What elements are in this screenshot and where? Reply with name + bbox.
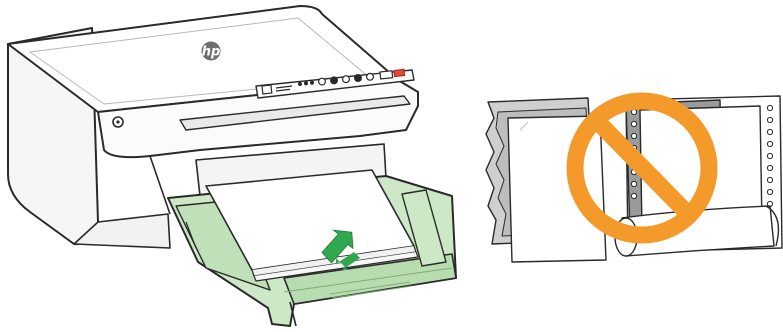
hp-logo: hp xyxy=(202,42,221,61)
hp-logo-text: hp xyxy=(202,45,221,60)
input-tray-icon xyxy=(168,144,456,326)
